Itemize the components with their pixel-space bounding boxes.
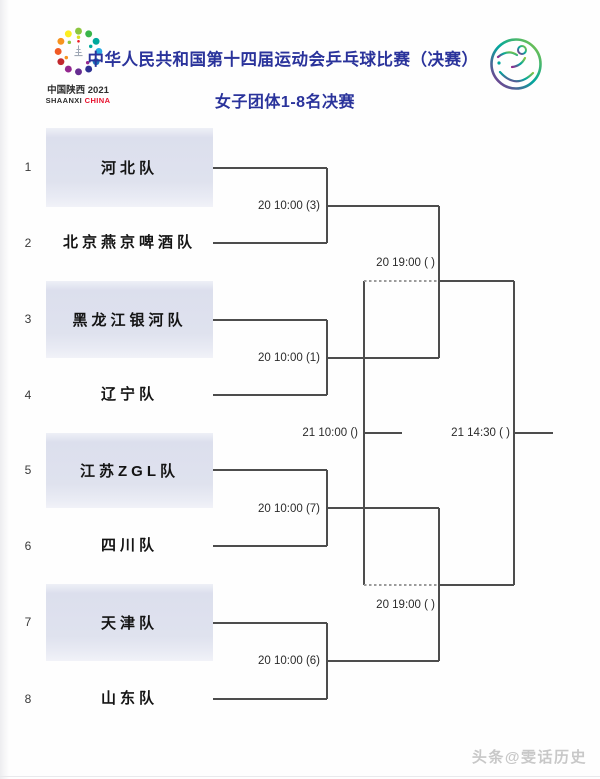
logo-text-shaanxi: SHAANXI [45,96,83,105]
team-slot-tianjin: 天津队 [46,584,213,661]
logo-text-en: SHAANXI CHINA [40,96,116,105]
national-games-emblem-icon [54,27,102,76]
match-label-qf3: 20 10:00 (7) [257,503,320,515]
team-name: 辽宁队 [100,386,158,403]
event-subtitle: 女子团体1-8名决赛 [214,94,356,111]
match-label-qf2: 20 10:00 (1) [257,352,320,364]
match-label-final: 21 14:30 ( ) [451,427,510,439]
seed-number: 7 [24,615,32,629]
seed-number: 6 [24,539,32,553]
national-games-logo: 中国陕西 2021 SHAANXI CHINA [40,24,116,105]
team-slot-heilongjiang-yinhe: 黑龙江银河队 [46,281,213,358]
team-name: 江苏ZGL队 [80,463,179,480]
team-name: 天津队 [100,615,158,632]
watermark: 头条@雯话历史 [471,749,587,766]
logo-text-cn: 中国陕西 2021 [47,85,109,96]
page-edge-shadow [0,0,9,779]
match-label-sf2: 20 19:00 ( ) [376,599,435,611]
team-slot-hebei: 河北队 [46,128,213,207]
match-label-qf4: 20 10:00 (6) [257,655,320,667]
team-name: 山东队 [100,690,158,707]
team-slot-shandong: 山东队 [46,685,213,713]
match-label-sf1: 20 19:00 ( ) [376,257,435,269]
team-name: 河北队 [100,160,158,177]
match-label-qf1: 20 10:00 (3) [257,200,320,212]
team-name: 北京燕京啤酒队 [62,234,196,251]
seed-number: 2 [24,236,32,250]
seed-number: 8 [24,692,32,706]
team-name: 四川队 [100,537,158,554]
seed-number: 1 [24,160,32,174]
team-slot-beijing-yanjing: 北京燕京啤酒队 [46,229,213,257]
page-title: 中华人民共和国第十四届运动会乒乓球比赛（决赛） [87,51,479,69]
team-name: 黑龙江银河队 [72,312,187,329]
table-tennis-player-pictogram-icon [490,38,542,90]
team-slot-sichuan: 四川队 [46,532,213,560]
match-label-third-place: 21 10:00 () [302,427,358,439]
seed-number: 5 [24,463,32,477]
seed-number: 3 [24,312,32,326]
mascot-logo [488,36,544,97]
bottom-divider [0,776,600,777]
team-slot-liaoning: 辽宁队 [46,381,213,409]
team-slot-jiangsu-zgl: 江苏ZGL队 [46,433,213,508]
logo-text-china: CHINA [84,96,111,105]
seed-number: 4 [24,388,32,402]
